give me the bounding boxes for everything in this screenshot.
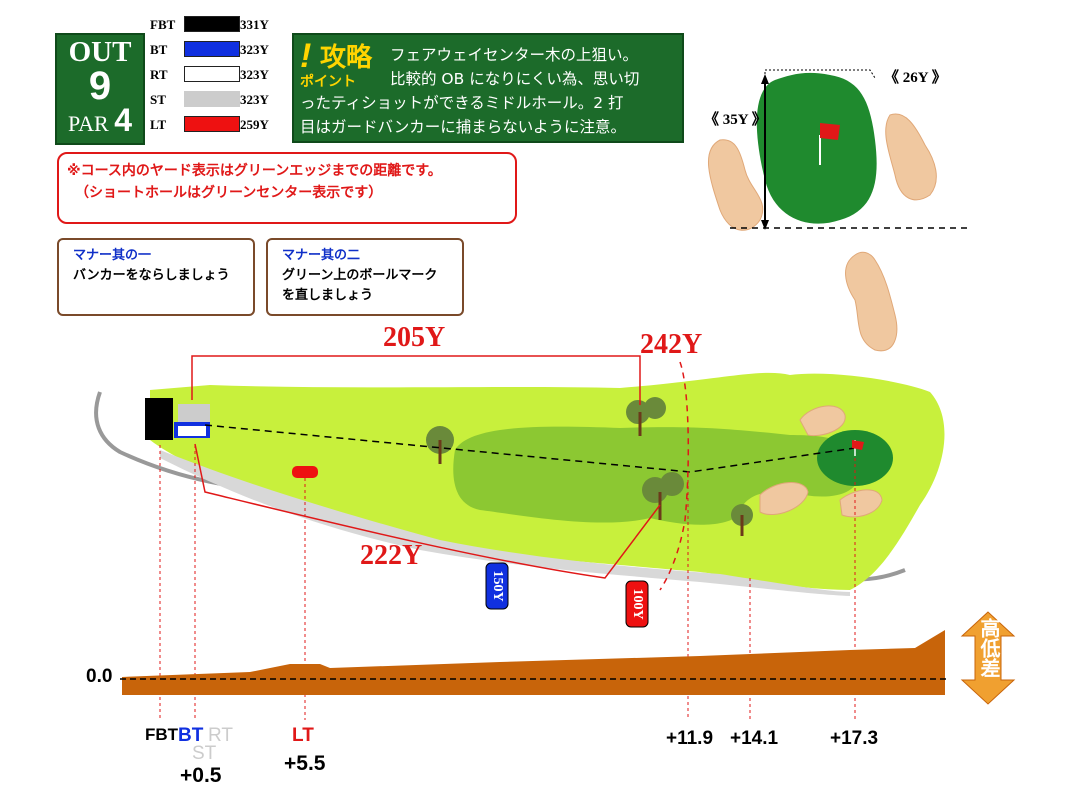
tee-name: ST [150, 92, 166, 107]
tee-swatch [184, 66, 240, 82]
tree-icon [626, 397, 666, 436]
yardage-line-222 [194, 443, 661, 579]
hole-number: 9 [88, 64, 112, 108]
elevation-title: 高低差 [977, 618, 1001, 678]
green-depth-label: 《 35Y 》 [704, 112, 767, 128]
zero-label: 0.0 [86, 666, 113, 687]
green [756, 72, 877, 224]
exclamation-icon: ! [300, 37, 312, 75]
bt-label: BT [178, 725, 204, 746]
rt-label: RT [208, 725, 233, 746]
green-detail-diagram [707, 69, 970, 352]
st-label: ST [192, 743, 217, 764]
tee-name: LT [150, 117, 167, 132]
marker-150 [485, 562, 509, 610]
yardage-line-205 [191, 355, 641, 405]
strategy-text: フェアウェイセンター木の上狙い。 比較的 OB になりにくい為、思い切 ったティ… [300, 43, 678, 139]
elevation-profile [122, 630, 945, 695]
bunker [885, 113, 937, 201]
tee-yards: 259Y [240, 117, 269, 132]
strategy-box: ! 攻略 ポイント フェアウェイセンター木の上狙い。 比較的 OB になりにくい… [292, 33, 684, 143]
tree-icon [731, 504, 753, 536]
tee-box-fbt [145, 398, 173, 440]
tee-yards: 323Y [240, 67, 269, 82]
elevation-point-1: +11.9 [666, 728, 714, 749]
manner-text: バンカーをならしましょう [73, 268, 230, 283]
elevation-point-3: +17.3 [830, 728, 879, 749]
tee-yards: 323Y [240, 42, 269, 57]
flag-icon [820, 123, 840, 140]
tee-name: RT [150, 67, 168, 82]
strategy-line-2: 比較的 OB になりにくい為、思い切 [390, 70, 640, 88]
strategy-title: 攻略 [320, 43, 373, 73]
strategy-line-1: フェアウェイセンター木の上狙い。 [390, 46, 639, 64]
fbt-label: FBT [145, 725, 179, 744]
bunker [707, 139, 764, 231]
lt-elevation: +5.5 [284, 752, 326, 775]
tee-row-st: ST 323Y [150, 89, 276, 109]
bunker [839, 489, 883, 518]
play-line [204, 424, 856, 473]
flag-icon [852, 440, 864, 450]
marker-100-label: 100Y [630, 588, 645, 620]
tee-box-st [178, 404, 210, 422]
tree-icon [642, 472, 684, 520]
par-value: 4 [114, 102, 133, 138]
note-line-1: ※コース内のヤード表示はグリーンエッジまでの距離です。 [67, 163, 442, 179]
bunker [759, 482, 809, 516]
marker-100 [625, 580, 649, 628]
yardage-205: 205Y [383, 322, 446, 353]
tee-box-lt [292, 466, 318, 478]
tee-row-rt: RT 323Y [150, 64, 276, 84]
manner-title: マナー其の一 [73, 248, 152, 263]
bunker [845, 251, 898, 352]
bunker [799, 405, 846, 437]
strategy-line-4: 目はガードバンカーに捕まらないように注意。 [300, 118, 626, 136]
elevation-point-2: +14.1 [730, 728, 779, 749]
note-line-2: （ショートホールはグリーンセンター表示です） [75, 185, 383, 201]
marker-150-label: 150Y [490, 570, 505, 602]
yardage-242: 242Y [640, 329, 703, 360]
par-label: PAR 4 [67, 102, 133, 138]
tee-name: FBT [150, 17, 176, 32]
green-width-label: 《 26Y 》 [884, 70, 947, 86]
hole-badge: OUT 9 PAR 4 [55, 33, 145, 145]
yardage-note: ※コース内のヤード表示はグリーンエッジまでの距離です。 （ショートホールはグリー… [57, 152, 517, 224]
tee-yards: 323Y [240, 92, 269, 107]
manner-scroll-1: マナー其の一 バンカーをならしましょう [57, 238, 255, 316]
manner-text: を直しましょう [282, 288, 374, 303]
manner-scroll-2: マナー其の二 グリーン上のボールマーク を直しましょう [266, 238, 464, 316]
tee-yards: 331Y [240, 17, 269, 32]
yardage-222: 222Y [360, 540, 423, 571]
tee-swatch [184, 116, 240, 132]
strategy-line-3: ったティショットができるミドルホール。2 打 [300, 94, 624, 112]
tee-box-rt [178, 426, 206, 436]
tee-name: BT [150, 42, 168, 57]
tee-swatch [184, 91, 240, 107]
strategy-subtitle: ポイント [300, 74, 356, 90]
fairway [453, 426, 860, 525]
tee-swatch [184, 41, 240, 57]
manner-text: グリーン上のボールマーク [282, 268, 438, 283]
tee-row-bt: BT 323Y [150, 39, 276, 59]
course-side: OUT [68, 36, 132, 68]
yardage-line-242 [659, 361, 690, 591]
tee-row-fbt: FBT 331Y [150, 14, 276, 34]
lt-label: LT [292, 725, 314, 746]
bt-elevation: +0.5 [180, 764, 222, 787]
manner-title: マナー其の二 [282, 248, 361, 263]
tee-swatch [184, 16, 240, 32]
tee-row-lt: LT 259Y [150, 114, 276, 134]
elevation-arrow-icon [960, 611, 1016, 705]
